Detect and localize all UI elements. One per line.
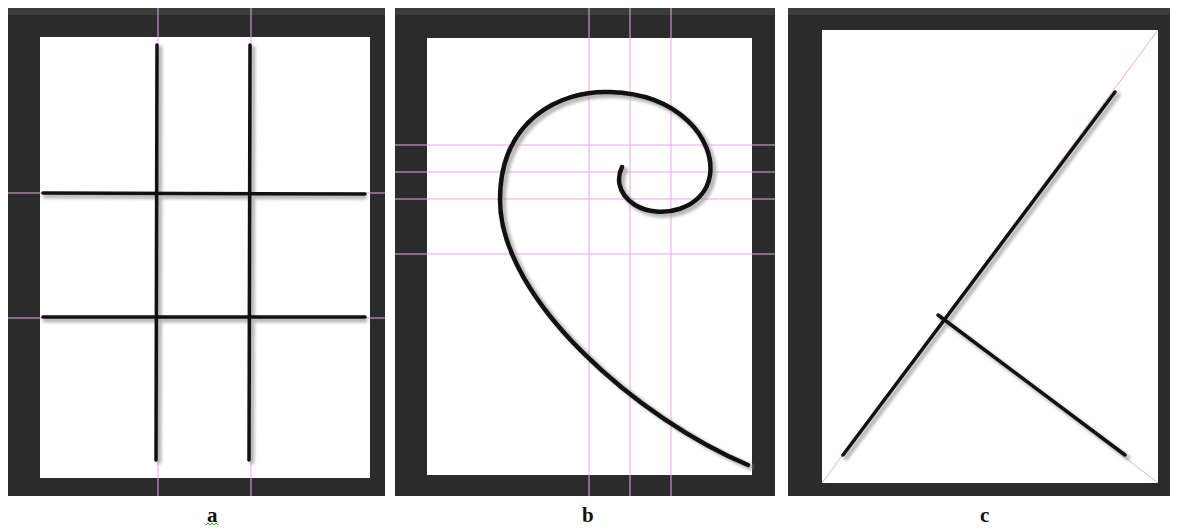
panel-a [8,8,385,496]
panel-label: a [207,505,218,526]
panel-label: c [980,505,989,526]
panel-label: b [582,505,594,526]
panel-c [788,8,1170,496]
panel-b [395,8,775,496]
